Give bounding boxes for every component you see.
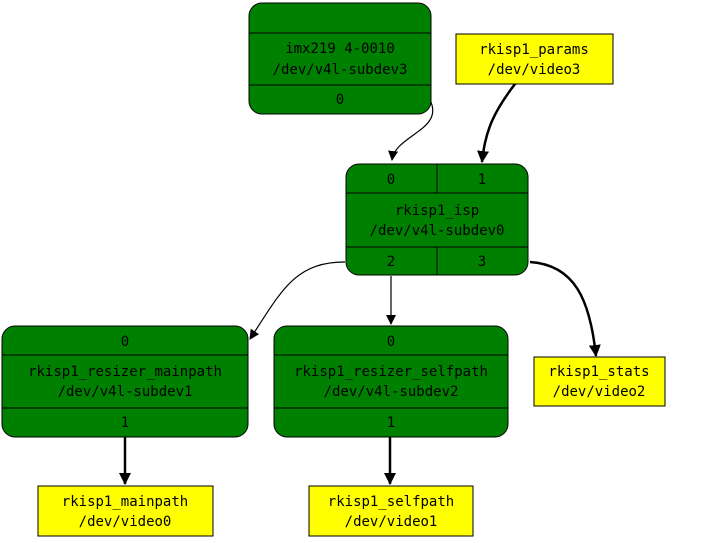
entity-resizer-selfpath[interactable]: 0 rkisp1_resizer_selfpath /dev/v4l-subde…	[273, 325, 509, 438]
node-name: rkisp1_mainpath	[62, 494, 188, 510]
link-imx219-to-isp-pad0	[388, 99, 434, 161]
video-node-mainpath[interactable]: rkisp1_mainpath /dev/video0	[37, 485, 214, 537]
entity-resizer-mainpath[interactable]: 0 rkisp1_resizer_mainpath /dev/v4l-subde…	[1, 325, 249, 438]
entity-name: rkisp1_isp	[395, 203, 479, 219]
pad-1: 1	[478, 172, 486, 188]
pad-0: 0	[387, 172, 395, 188]
node-name: rkisp1_stats	[548, 364, 649, 380]
pad-0: 0	[336, 92, 344, 108]
entity-devnode: /dev/v4l-subdev3	[273, 62, 408, 78]
entity-devnode: /dev/v4l-subdev1	[58, 384, 193, 400]
entity-name: rkisp1_resizer_mainpath	[28, 364, 222, 380]
node-devnode: /dev/video1	[345, 514, 438, 530]
entity-imx219[interactable]: imx219 4-0010 /dev/v4l-subdev3 0	[248, 2, 432, 115]
pad-2: 2	[387, 254, 395, 270]
link-params-to-isp-pad1	[477, 83, 516, 163]
entity-name: imx219 4-0010	[285, 41, 395, 57]
video-node-params[interactable]: rkisp1_params /dev/video3	[455, 33, 614, 85]
links	[119, 83, 601, 485]
entity-devnode: /dev/v4l-subdev2	[324, 384, 459, 400]
node-devnode: /dev/video3	[488, 62, 581, 78]
entity-devnode: /dev/v4l-subdev0	[370, 223, 505, 239]
node-name: rkisp1_params	[479, 42, 589, 58]
pad-3: 3	[478, 254, 486, 270]
node-name: rkisp1_selfpath	[328, 494, 454, 510]
node-devnode: /dev/video2	[553, 384, 646, 400]
entity-name: rkisp1_resizer_selfpath	[294, 364, 488, 380]
entity-rkisp1-isp[interactable]: 0 1 rkisp1_isp /dev/v4l-subdev0 2 3	[345, 163, 529, 276]
video-node-stats[interactable]: rkisp1_stats /dev/video2	[533, 356, 666, 407]
node-devnode: /dev/video0	[79, 514, 172, 530]
pad-0: 0	[387, 334, 395, 350]
video-node-selfpath[interactable]: rkisp1_selfpath /dev/video1	[308, 485, 474, 537]
pad-1: 1	[387, 415, 395, 431]
pad-1: 1	[121, 415, 129, 431]
link-isp-pad2-to-mainpath	[249, 261, 346, 340]
pad-0: 0	[121, 334, 129, 350]
link-isp-pad3-to-stats	[529, 260, 601, 357]
